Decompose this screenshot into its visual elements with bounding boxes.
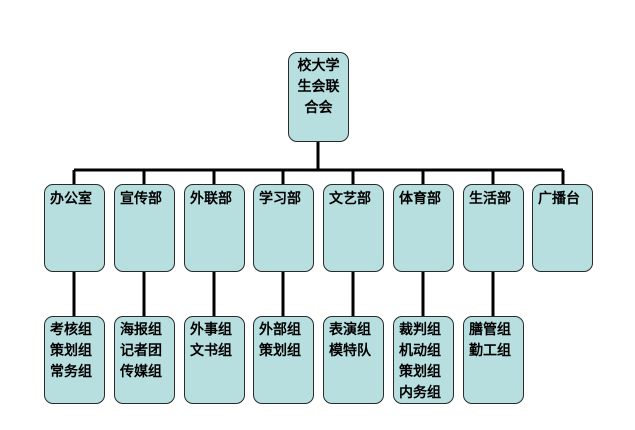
group-label: 勤工组 (469, 343, 511, 359)
group-node-study: 外部组 策划组 (253, 316, 314, 404)
group-label: 考核组 (50, 322, 92, 338)
root-node: 校大学 生会联 合会 (288, 52, 349, 142)
group-label: 策划组 (399, 364, 441, 380)
group-label: 记者团 (120, 343, 162, 359)
dept-node-office: 办公室 (44, 184, 105, 272)
root-label-line: 合会 (304, 100, 333, 116)
dept-node-sports: 体育部 (393, 184, 454, 272)
group-node-office: 考核组 策划组 常务组 (44, 316, 105, 404)
group-label: 策划组 (259, 343, 301, 359)
group-node-external: 外事组 文书组 (184, 316, 245, 404)
group-label: 模特队 (329, 343, 371, 359)
group-node-sports: 裁判组 机动组 策划组 内务组 (393, 316, 454, 404)
group-label: 裁判组 (399, 322, 441, 338)
dept-node-external: 外联部 (184, 184, 245, 272)
dept-label: 文艺部 (329, 191, 371, 207)
group-node-life: 膳管组 勤工组 (463, 316, 524, 404)
root-label-line: 校大学 (297, 58, 340, 74)
dept-node-study: 学习部 (253, 184, 314, 272)
group-label: 文书组 (190, 343, 232, 359)
group-label: 表演组 (329, 322, 371, 338)
dept-node-life: 生活部 (463, 184, 524, 272)
group-label: 传媒组 (120, 364, 162, 380)
dept-label: 生活部 (469, 191, 511, 207)
group-label: 常务组 (50, 364, 92, 380)
group-label: 策划组 (50, 343, 92, 359)
dept-label: 学习部 (259, 191, 301, 207)
dept-node-arts: 文艺部 (323, 184, 384, 272)
group-node-arts: 表演组 模特队 (323, 316, 384, 404)
dept-label: 外联部 (190, 191, 232, 207)
group-label: 外事组 (190, 322, 232, 338)
group-label: 膳管组 (469, 322, 511, 338)
group-node-publicity: 海报组 记者团 传媒组 (114, 316, 175, 404)
group-label: 外部组 (259, 322, 301, 338)
dept-node-broadcast: 广播台 (532, 184, 593, 272)
dept-label: 广播台 (538, 191, 580, 207)
dept-label: 办公室 (50, 191, 92, 207)
group-label: 内务组 (399, 385, 441, 401)
root-label-line: 生会联 (297, 79, 340, 95)
dept-label: 体育部 (399, 191, 441, 207)
dept-node-publicity: 宣传部 (114, 184, 175, 272)
group-label: 海报组 (120, 322, 162, 338)
group-label: 机动组 (399, 343, 441, 359)
dept-label: 宣传部 (120, 191, 162, 207)
